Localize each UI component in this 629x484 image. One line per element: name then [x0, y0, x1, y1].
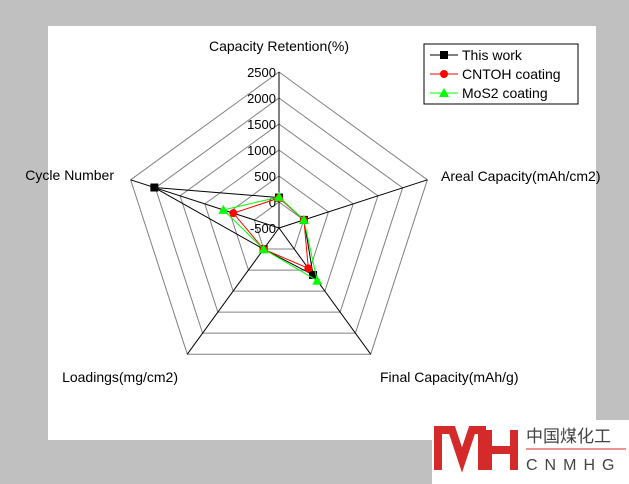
grid-ring — [204, 149, 354, 292]
grid-ring — [130, 71, 428, 355]
tick-label: 0 — [269, 195, 276, 210]
legend-label: CNTOH coating — [462, 66, 561, 82]
data-point — [440, 51, 448, 59]
grid-ring — [253, 201, 305, 250]
series-mos2-coating — [218, 192, 323, 285]
series-line — [222, 196, 318, 282]
tick-label: 1000 — [247, 143, 276, 158]
watermark-logo: 中国煤化工 CNMHG — [432, 420, 629, 484]
legend-label: This work — [462, 47, 523, 63]
svg-text:中国煤化工: 中国煤化工 — [526, 427, 611, 446]
tick-label: 2000 — [247, 91, 276, 106]
grid-ring — [154, 97, 404, 334]
tick-label: -500 — [250, 221, 276, 236]
svg-text:CNMHG: CNMHG — [526, 457, 621, 474]
data-point — [258, 244, 269, 254]
axis-line — [278, 227, 372, 355]
data-point — [309, 270, 318, 279]
axis-label: Final Capacity(mAh/g) — [380, 369, 519, 385]
tick-label: 500 — [254, 169, 276, 184]
axis-label: Cycle Number — [25, 167, 114, 183]
data-point — [274, 192, 284, 202]
data-point — [229, 209, 238, 218]
tick-label: 2500 — [247, 65, 276, 80]
data-point — [439, 88, 449, 97]
data-point — [150, 183, 159, 192]
axis-label: Areal Capacity(mAh/cm2) — [441, 168, 601, 184]
axis-label: Capacity Retention(%) — [209, 38, 349, 54]
legend-label: MoS2 coating — [462, 85, 548, 101]
data-point — [218, 204, 229, 214]
data-point — [304, 264, 313, 273]
data-point — [312, 275, 323, 285]
data-point — [298, 214, 309, 224]
grid-ring — [228, 175, 330, 271]
data-point — [440, 70, 448, 78]
axis-label: Loadings(mg/cm2) — [62, 369, 178, 385]
tick-label: 1500 — [247, 117, 276, 132]
grid-ring — [179, 123, 379, 313]
